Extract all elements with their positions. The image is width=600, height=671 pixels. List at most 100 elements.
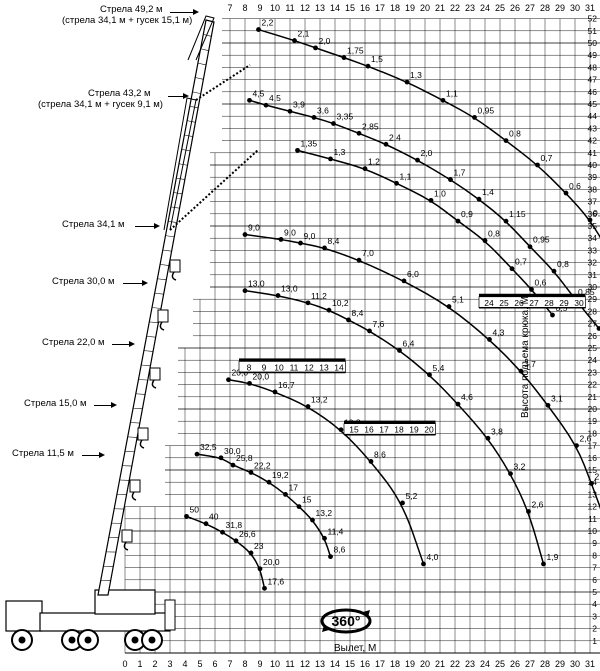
y-tick-label: 51 bbox=[588, 26, 598, 36]
arrow-icon bbox=[82, 451, 105, 458]
y-tick-label: 46 bbox=[588, 87, 598, 97]
boom-label-15: Стрела 15,0 м bbox=[24, 398, 87, 409]
jib bbox=[163, 97, 197, 231]
data-label: 25,8 bbox=[236, 453, 253, 463]
y-tick-label: 49 bbox=[588, 50, 598, 60]
band-label: 9 bbox=[262, 362, 267, 372]
band-label: 8 bbox=[247, 362, 252, 372]
band-label: 17 bbox=[379, 425, 389, 435]
x-tick-label-top: 21 bbox=[435, 3, 445, 13]
hook-icon bbox=[131, 491, 137, 501]
arrow-icon bbox=[170, 8, 199, 15]
boom-name: Стрела 34,1 м bbox=[62, 219, 125, 230]
band-label: 13 bbox=[319, 362, 329, 372]
data-point bbox=[472, 115, 477, 120]
hook-block bbox=[169, 259, 181, 273]
y-tick-label: 33 bbox=[588, 245, 598, 255]
y-tick-label: 10 bbox=[588, 526, 598, 536]
x-tick-label: 31 bbox=[585, 659, 595, 669]
data-point bbox=[248, 470, 254, 475]
y-tick-label: 36 bbox=[588, 209, 598, 219]
band-label: 18 bbox=[394, 425, 404, 435]
y-tick-label: 29 bbox=[588, 294, 598, 304]
data-point bbox=[322, 535, 327, 541]
data-label: 40 bbox=[209, 512, 219, 522]
data-point bbox=[529, 287, 534, 292]
data-label: 0,8 bbox=[509, 129, 521, 139]
data-label: 3,1 bbox=[551, 393, 563, 403]
data-point bbox=[367, 328, 372, 334]
y-tick-label: 50 bbox=[588, 38, 598, 48]
hook-block bbox=[137, 427, 149, 441]
band-label: 25 bbox=[499, 298, 509, 308]
boom-detail: (стрела 34,1 м + гусек 9,1 м) bbox=[38, 99, 163, 110]
wheel-hub bbox=[131, 636, 139, 644]
data-point bbox=[503, 138, 509, 144]
data-point bbox=[428, 197, 434, 203]
data-label: 6,4 bbox=[403, 338, 415, 348]
data-point bbox=[338, 427, 344, 433]
capacity-curves: 2,22,12,01,751,51,31,10,950,80,70,60,50,… bbox=[184, 18, 600, 591]
data-label: 19,2 bbox=[272, 470, 289, 480]
hook-icon bbox=[159, 321, 165, 331]
boom-section bbox=[157, 278, 167, 281]
y-tick-label: 22 bbox=[588, 380, 598, 390]
hook-icon bbox=[171, 271, 177, 281]
boom-section bbox=[197, 62, 207, 66]
data-label: 15 bbox=[302, 495, 312, 505]
data-point bbox=[328, 554, 333, 560]
boom-label-43: Стрела 43,2 м (стрела 34,1 м + гусек 9,1… bbox=[38, 88, 163, 110]
x-tick-label: 1 bbox=[137, 659, 142, 669]
data-point bbox=[563, 190, 569, 196]
x-tick-label: 8 bbox=[242, 659, 247, 669]
x-tick-label-top: 15 bbox=[345, 3, 355, 13]
x-tick-label: 28 bbox=[540, 659, 550, 669]
data-label: 0,8 bbox=[557, 259, 569, 269]
data-point bbox=[589, 481, 594, 486]
data-label: 4,5 bbox=[269, 93, 281, 103]
data-label: 0,95 bbox=[533, 235, 550, 245]
data-point bbox=[233, 538, 239, 544]
data-point bbox=[476, 196, 482, 202]
data-point bbox=[440, 97, 446, 103]
y-tick-label: 16 bbox=[588, 453, 598, 463]
band-label: 30 bbox=[574, 298, 584, 308]
x-tick-label-top: 24 bbox=[480, 3, 490, 13]
boom-label-22: Стрела 22,0 м bbox=[42, 337, 105, 348]
data-label: 5,2 bbox=[406, 491, 418, 501]
y-tick-label: 26 bbox=[588, 331, 598, 341]
boom-name: Стрела 11,5 м bbox=[12, 448, 74, 459]
data-point bbox=[401, 278, 407, 284]
data-point bbox=[341, 55, 347, 61]
boom-section bbox=[173, 192, 183, 195]
y-tick-label: 8 bbox=[592, 550, 597, 560]
chassis bbox=[39, 612, 171, 632]
boom-section bbox=[130, 422, 140, 424]
boom-section bbox=[133, 407, 143, 410]
y-tick-label: 40 bbox=[588, 160, 598, 170]
x-tick-label: 6 bbox=[212, 659, 217, 669]
boom-section bbox=[168, 220, 177, 223]
x-tick-label-top: 30 bbox=[570, 3, 580, 13]
band-label: 15 bbox=[349, 425, 359, 435]
boom-label-11: Стрела 11,5 м bbox=[12, 448, 74, 459]
cab bbox=[5, 600, 43, 632]
y-tick-label: 2 bbox=[592, 624, 597, 634]
x-tick-label-top: 25 bbox=[495, 3, 505, 13]
boom-section bbox=[165, 235, 175, 238]
y-tick-label: 37 bbox=[588, 197, 598, 207]
x-tick-label: 11 bbox=[285, 659, 294, 669]
data-point bbox=[310, 517, 315, 523]
data-point bbox=[331, 121, 336, 126]
band-bar bbox=[239, 358, 346, 362]
band-label: 26 bbox=[514, 298, 524, 308]
x-tick-label-top: 26 bbox=[510, 3, 520, 13]
data-label: 0,7 bbox=[515, 257, 527, 267]
boom-label-49: Стрела 49,2 м (стрела 34,1 м + гусек 15,… bbox=[62, 4, 192, 26]
data-label: 13,2 bbox=[316, 508, 333, 518]
x-tick-label: 18 bbox=[390, 659, 400, 669]
data-label: 4,6 bbox=[461, 392, 473, 402]
data-point bbox=[226, 377, 231, 383]
data-label: 1,75 bbox=[347, 46, 364, 56]
